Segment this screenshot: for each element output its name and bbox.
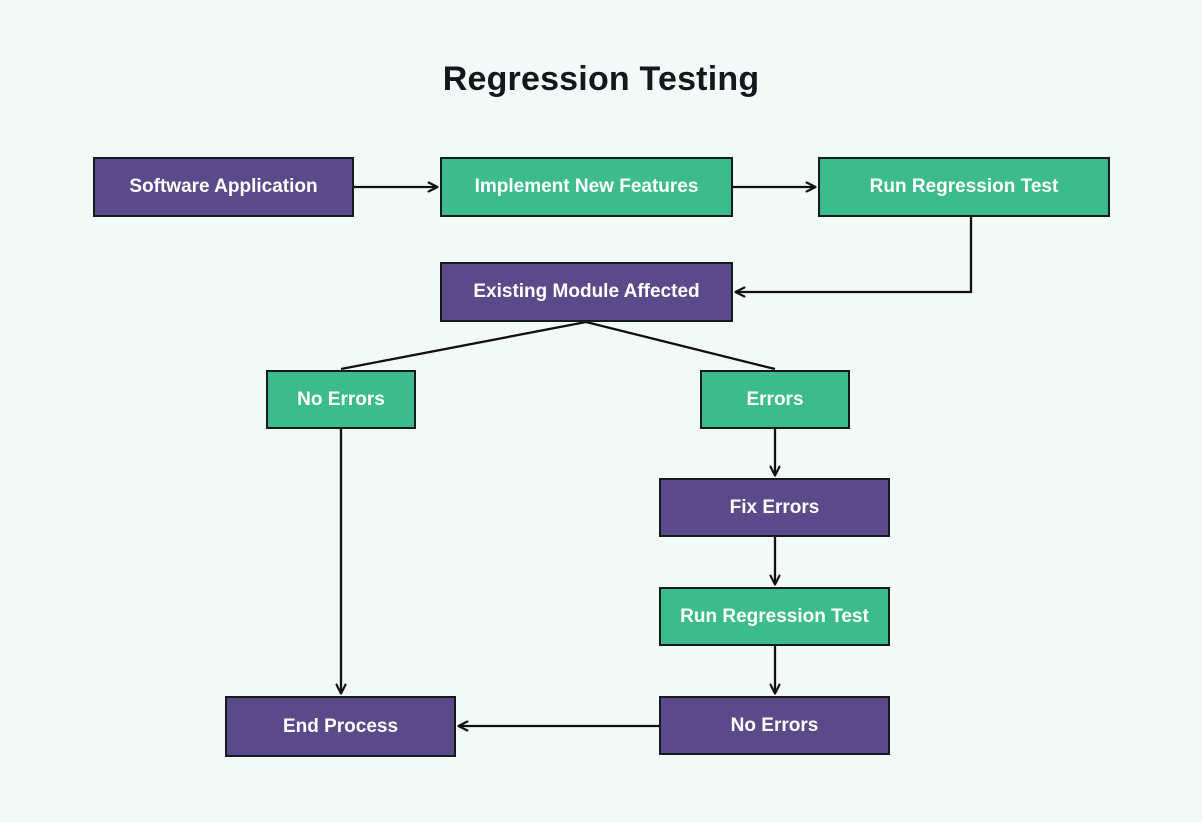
edge-existing-to-errors: [585, 320, 776, 371]
node-run-regression-test-1[interactable]: Run Regression Test: [818, 157, 1110, 217]
node-label: Implement New Features: [474, 176, 699, 198]
node-existing-module-affected[interactable]: Existing Module Affected: [440, 262, 733, 322]
node-end-process[interactable]: End Process: [225, 696, 456, 757]
node-errors[interactable]: Errors: [700, 370, 850, 429]
node-no-errors-left[interactable]: No Errors: [266, 370, 416, 429]
page-title: Regression Testing: [442, 60, 760, 98]
node-label: Software Application: [129, 176, 318, 198]
node-fix-errors[interactable]: Fix Errors: [659, 478, 890, 537]
node-run-regression-test-2[interactable]: Run Regression Test: [659, 587, 890, 646]
node-no-errors-right[interactable]: No Errors: [659, 696, 890, 755]
node-label: Existing Module Affected: [473, 281, 700, 303]
node-software-application[interactable]: Software Application: [93, 157, 354, 217]
node-implement-new-features[interactable]: Implement New Features: [440, 157, 733, 217]
node-label: Errors: [746, 388, 804, 410]
node-label: Run Regression Test: [869, 176, 1059, 198]
node-label: No Errors: [297, 388, 385, 410]
edge-existing-to-no-errors: [340, 320, 587, 371]
node-label: Run Regression Test: [680, 605, 869, 627]
node-label: No Errors: [730, 714, 819, 736]
edge-run1-to-existing-module: [736, 217, 973, 292]
node-label: End Process: [282, 715, 399, 737]
node-label: Fix Errors: [729, 496, 820, 518]
